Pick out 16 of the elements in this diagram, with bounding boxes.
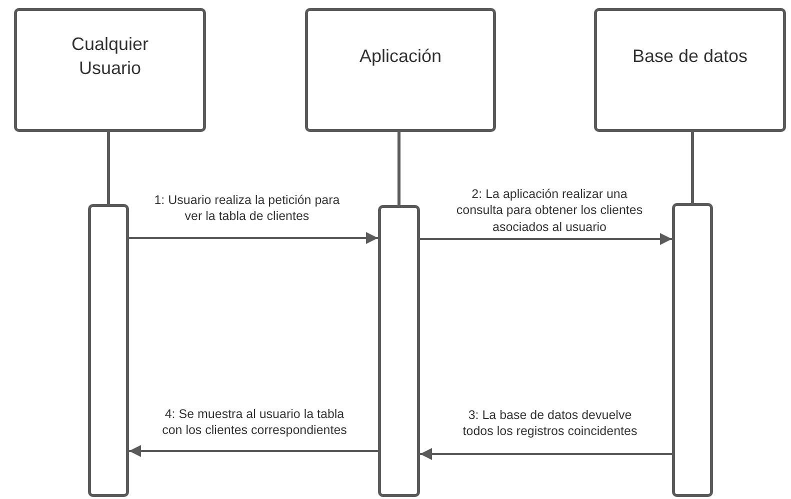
lifeline — [691, 132, 694, 203]
activation-bar — [88, 204, 129, 497]
message-arrow — [420, 233, 672, 245]
message-arrow — [129, 232, 378, 244]
participant-box — [594, 8, 786, 132]
participant-name: Base de datos — [632, 44, 748, 68]
participant-box — [14, 8, 206, 132]
participant-box — [305, 8, 496, 132]
participant-name: Cualquier Usuario — [70, 32, 150, 80]
message-arrow — [129, 445, 378, 457]
lifeline — [107, 132, 110, 204]
participant-name: Aplicación — [359, 44, 442, 68]
lifeline — [398, 132, 400, 205]
message-arrow — [420, 448, 672, 460]
activation-bar — [672, 203, 713, 497]
activation-bar — [378, 205, 420, 497]
